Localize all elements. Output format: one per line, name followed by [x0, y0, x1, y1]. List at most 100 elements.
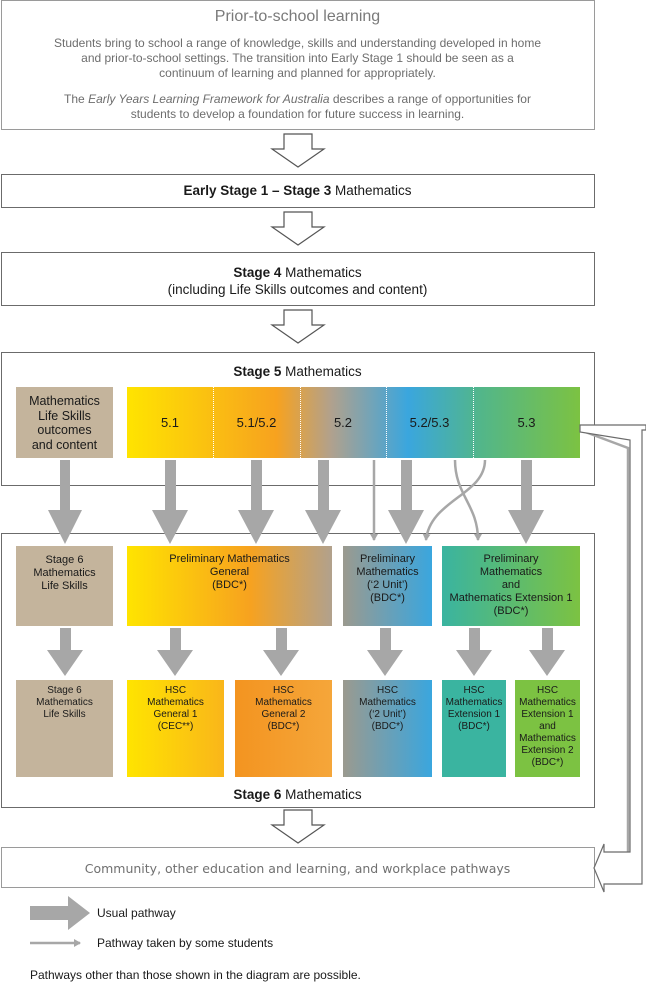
hg2-line-4: (BDC*) [267, 721, 300, 732]
divider-3 [386, 387, 387, 458]
prelim-2unit-box: Preliminary Mathematics (‘2 Unit’) (BDC*… [343, 546, 432, 626]
h2u-line-1: HSC [376, 685, 399, 696]
pls-line-2: Mathematics [33, 567, 96, 579]
community-box: Community, other education and learning,… [1, 847, 595, 888]
thick-arrow-prelim-ext2 [529, 628, 565, 676]
prior-paragraph-1: Students bring to school a range of know… [2, 36, 593, 81]
hsc-general2-box: HSC Mathematics General 2 (BDC*) [235, 680, 332, 777]
s5-ls-line-3: outcomes [37, 423, 92, 437]
stage6-rest: Mathematics [281, 787, 362, 802]
legend-note: Pathways other than those shown in the d… [30, 968, 361, 982]
thin-arrow-5-3-to-2unit [422, 459, 487, 541]
pg-line-3: (BDC*) [212, 579, 247, 591]
stage4-line-2: (including Life Skills outcomes and cont… [167, 282, 428, 297]
stage4-rest: Mathematics [281, 265, 362, 280]
pls-line-1: Stage 6 [45, 554, 84, 566]
prelim-ext1-box: Preliminary Mathematics and Mathematics … [442, 546, 580, 626]
thick-arrow-5-3 [508, 460, 544, 544]
prior-p2-suffix: describes a range of opportunities for [329, 92, 531, 106]
he1-line-3: Extension 1 [447, 709, 501, 720]
level-5-1: 5.1 [160, 415, 180, 430]
he2-line-2: Mathematics [519, 697, 576, 708]
hls-line-1: Stage 6 [47, 685, 82, 696]
hg1-line-4: (CEC**) [157, 721, 194, 732]
thick-arrow-5-2 [305, 460, 341, 544]
early-stage-box: Early Stage 1 – Stage 3 Mathematics [1, 174, 595, 208]
thick-arrow-stage6-to-community [579, 424, 646, 893]
thick-arrow-ls [48, 460, 82, 544]
he2-line-6: Extension 2 [521, 745, 574, 756]
p2u-line-1: Preliminary [359, 553, 415, 565]
prior-paragraph-2: The Early Years Learning Framework for A… [2, 92, 593, 122]
hollow-arrow-4 [270, 809, 326, 844]
legend-some-label: Pathway taken by some students [97, 936, 274, 950]
thick-arrow-5-1 [152, 460, 188, 544]
he2-line-3: Extension 1 [521, 709, 574, 720]
thick-arrow-prelim-gen2 [263, 628, 299, 676]
he2-line-5: Mathematics [519, 733, 576, 744]
level-5-3: 5.3 [517, 415, 536, 430]
prior-p1-line-3: continuum of learning and planned for ap… [159, 66, 436, 80]
hg2-line-2: Mathematics [255, 697, 312, 708]
hg1-line-2: Mathematics [147, 697, 204, 708]
hsc-general1-box: HSC Mathematics General 1 (CEC**) [127, 680, 224, 777]
he1-line-4: (BDC*) [458, 721, 490, 732]
hg1-line-3: General 1 [153, 709, 198, 720]
pg-line-1: Preliminary Mathematics [169, 553, 290, 565]
hg1-line-1: HSC [164, 685, 187, 696]
pls-line-3: Life Skills [41, 580, 88, 592]
stage5-title: Stage 5 Mathematics [2, 364, 593, 379]
thick-arrow-5-2-5-3 [388, 460, 424, 544]
stage5-gradient-bar: 5.1 5.1/5.2 5.2 5.2/5.3 5.3 [127, 387, 580, 458]
pe1-line-1: Preliminary [483, 553, 539, 565]
thin-arrow-5-2-5-3-to-ext1 [453, 459, 482, 541]
prior-title: Prior-to-school learning [214, 8, 381, 25]
prelim-general-box: Preliminary Mathematics General (BDC*) [127, 546, 332, 626]
hollow-arrow-3 [270, 309, 326, 344]
stage4-line-1: Stage 4 Mathematics [2, 264, 593, 281]
p2u-line-4: (BDC*) [370, 592, 405, 604]
stage4-title: Stage 4 Mathematics (including Life Skil… [2, 264, 593, 298]
pe1-line-3: and [501, 579, 521, 591]
hg2-line-1: HSC [272, 685, 295, 696]
stage4-bold: Stage 4 [233, 265, 282, 280]
early-stage-rest: Mathematics [331, 183, 412, 198]
stage6-bold: Stage 6 [233, 787, 282, 802]
hsc-life-skills-box: Stage 6 Mathematics Life Skills [16, 680, 113, 777]
pg-line-2: General [209, 566, 250, 578]
p2u-line-2: Mathematics [356, 566, 419, 578]
hsc-2unit-box: HSC Mathematics (‘2 Unit’) (BDC*) [343, 680, 432, 777]
pe1-line-5: (BDC*) [493, 605, 529, 617]
thick-arrow-prelim-2unit [367, 628, 403, 676]
he2-line-4: and [539, 721, 556, 732]
stage5-life-skills-box: Mathematics Life Skills outcomes and con… [16, 387, 113, 458]
prior-p2-line-1: The Early Years Learning Framework for A… [2, 92, 593, 107]
he2-line-7: (BDC*) [531, 757, 564, 768]
stage6-title: Stage 6 Mathematics [2, 787, 593, 802]
legend-usual-label: Usual pathway [97, 906, 176, 920]
h2u-line-2: Mathematics [359, 697, 416, 708]
stage5-bold: Stage 5 [233, 364, 282, 379]
early-stage-title: Early Stage 1 – Stage 3 Mathematics [2, 183, 593, 198]
stage4-box: Stage 4 Mathematics (including Life Skil… [1, 252, 595, 306]
he1-line-2: Mathematics [445, 697, 503, 708]
early-stage-bold: Early Stage 1 – Stage 3 [183, 183, 332, 198]
prior-p2-prefix: The [64, 92, 89, 106]
he1-line-1: HSC [463, 685, 485, 696]
prelim-life-skills-box: Stage 6 Mathematics Life Skills [16, 546, 113, 626]
thick-arrow-prelim-gen1 [157, 628, 193, 676]
hg2-line-3: General 2 [261, 709, 306, 720]
he2-line-1: HSC [536, 685, 559, 696]
s5-ls-line-2: Life Skills [38, 408, 91, 423]
divider-1 [213, 387, 214, 458]
thick-arrow-prelim-ext1 [456, 628, 492, 676]
hsc-ext1-box: HSC Mathematics Extension 1 (BDC*) [442, 680, 506, 777]
s5-ls-line-1: Mathematics [29, 394, 100, 408]
p2u-line-3: (‘2 Unit’) [367, 579, 408, 591]
pe1-line-4: Mathematics Extension 1 [449, 592, 573, 604]
h2u-line-3: (‘2 Unit’) [368, 709, 407, 720]
hsc-ext2-box: HSC Mathematics Extension 1 and Mathemat… [515, 680, 580, 777]
pe1-line-2: Mathematics [479, 566, 543, 578]
divider-4 [473, 387, 474, 458]
